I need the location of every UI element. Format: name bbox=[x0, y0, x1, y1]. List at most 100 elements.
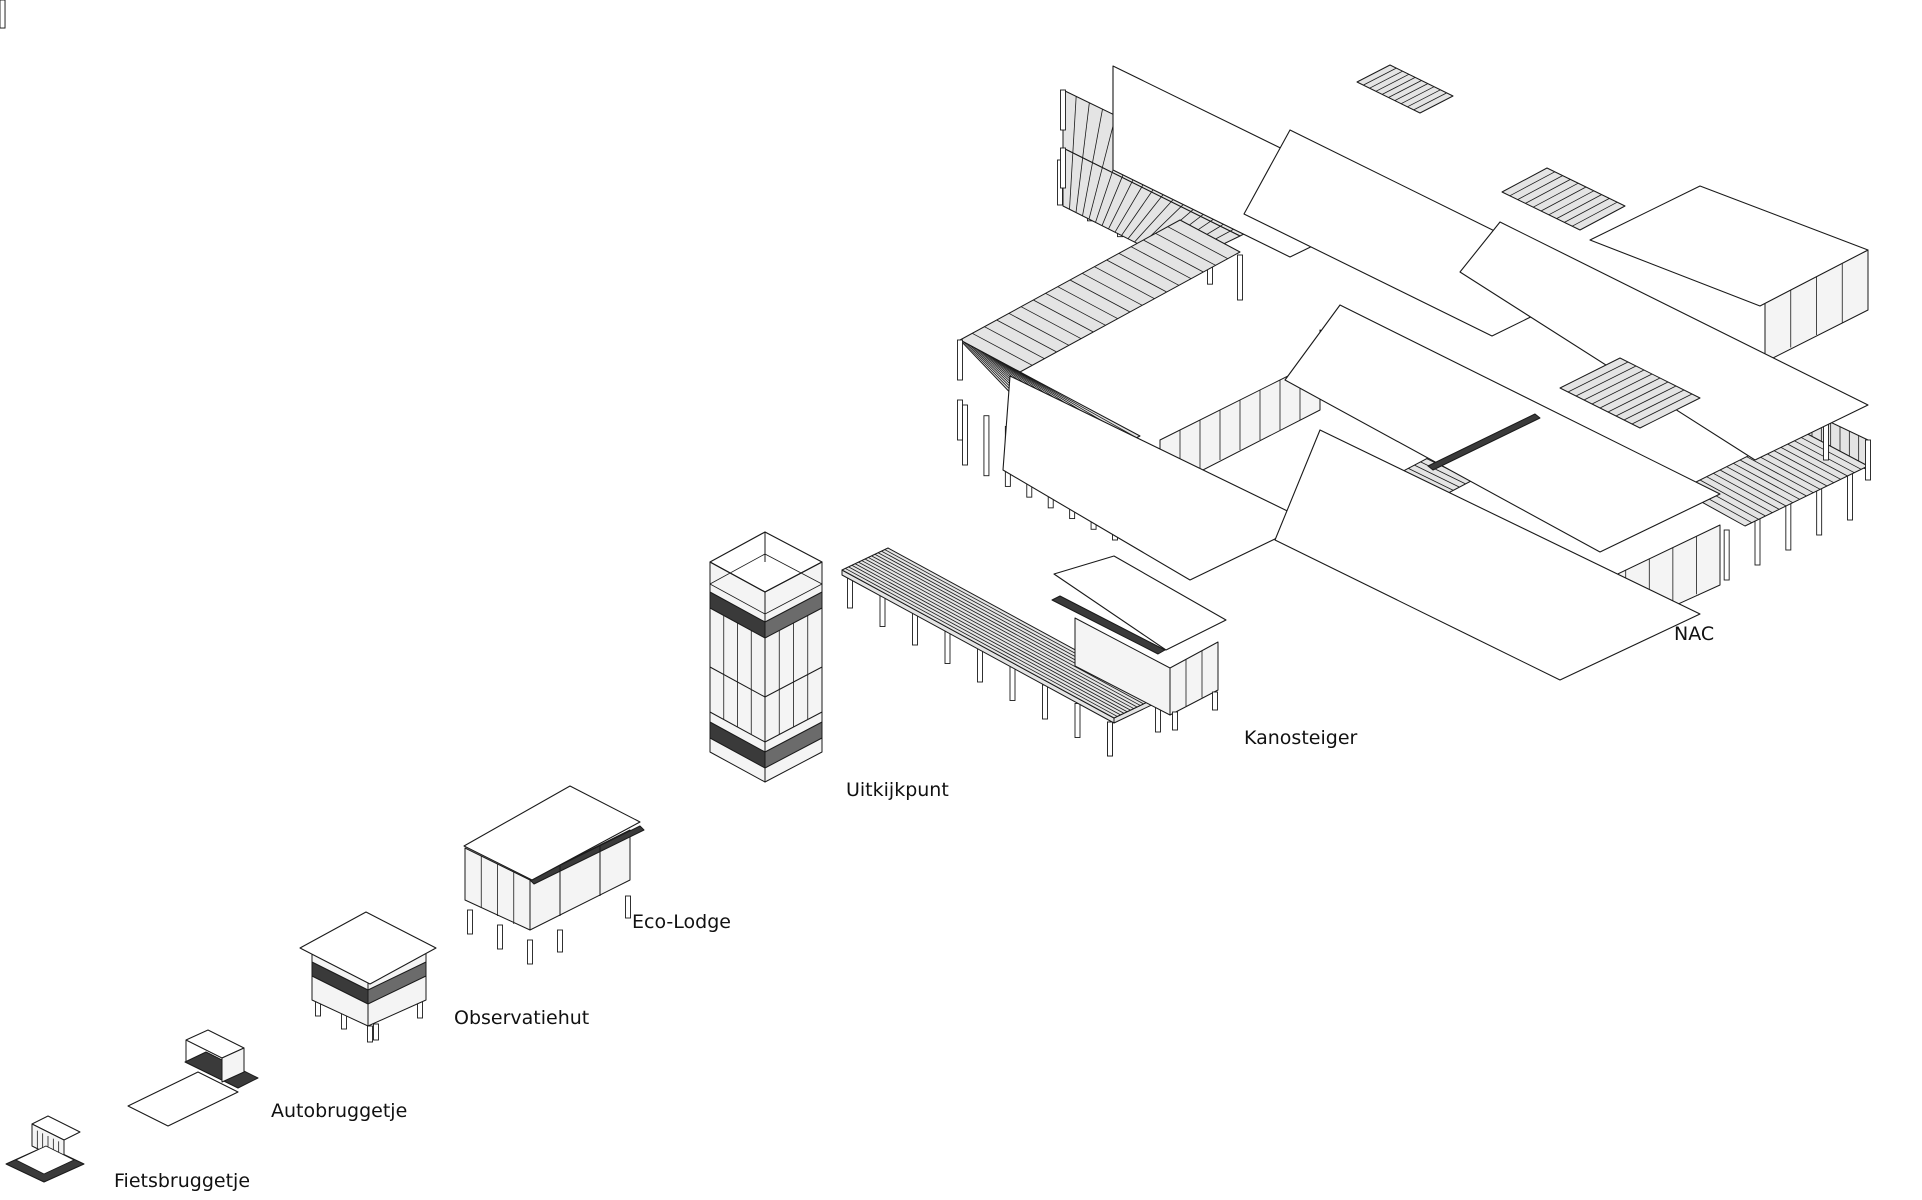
nac-pergola-b-post bbox=[957, 339, 963, 381]
nac-deck-wing-1-slat bbox=[1114, 186, 1143, 233]
kano-hut-bench bbox=[1051, 595, 1166, 655]
eco-front-post bbox=[467, 909, 473, 935]
nac-deck-wing-1-slat bbox=[1134, 201, 1172, 243]
nac-roof-6 bbox=[1589, 185, 1869, 307]
nac-deck-wing-7-slat bbox=[1746, 456, 1814, 494]
fietsbruggetje-structure bbox=[5, 1115, 85, 1183]
nac-roof-5 bbox=[1274, 429, 1701, 681]
kanosteiger-structure bbox=[841, 547, 1227, 757]
nac-deck-wing-2-slat bbox=[1033, 299, 1094, 333]
uit-band-1 bbox=[709, 666, 766, 698]
nac-deck-wing-2-slat bbox=[984, 326, 1045, 360]
nac-deck-wing-7-slat bbox=[1699, 479, 1766, 517]
eco-lodge-structure bbox=[463, 785, 645, 965]
nac-deck-wing-5-slat bbox=[1414, 464, 1460, 488]
nac-roof-4 bbox=[1002, 375, 1311, 581]
nac-roof-opening-0-slat bbox=[1388, 80, 1422, 98]
nac-deck-wing-2-slat bbox=[996, 319, 1057, 353]
nac-deck-wing-1-slat bbox=[1075, 157, 1084, 213]
nac-deck-wing-2-slat bbox=[1118, 252, 1180, 286]
label-eco-lodge: Eco-Lodge bbox=[632, 911, 731, 933]
uit-band-r-2 bbox=[764, 711, 823, 743]
nac-roof-opening-2-slat bbox=[1615, 385, 1677, 417]
nac-east-post bbox=[1847, 469, 1853, 521]
nac-roof-opening-2-slat bbox=[1591, 373, 1653, 405]
label-kanosteiger: Kanosteiger bbox=[1244, 727, 1358, 749]
nac-deck-wing-2-slat bbox=[1045, 292, 1106, 326]
nac-deck-wing-1-slat bbox=[1082, 162, 1093, 216]
nac-deck-wing-7-slat bbox=[1713, 472, 1780, 510]
nac-deck-wing-2-slat bbox=[1094, 266, 1155, 300]
kano-hut-post bbox=[1172, 711, 1178, 731]
nac-roof-opening-1-slat bbox=[1525, 179, 1571, 204]
nac-deck-wing-7-slat bbox=[1733, 462, 1800, 500]
nac-east-post bbox=[1754, 514, 1761, 566]
nac-roof-opening-0-slat bbox=[1407, 89, 1441, 108]
nac-deck-wing-3-slat bbox=[1016, 369, 1137, 439]
eco-front-post bbox=[497, 924, 503, 950]
nac-deck-wing-7-slat bbox=[1739, 459, 1807, 497]
nac-roof-opening-2-slat bbox=[1575, 365, 1637, 397]
nac-roof-opening-1-slat bbox=[1533, 182, 1579, 208]
label-fietsbruggetje: Fietsbruggetje bbox=[114, 1170, 251, 1192]
nac-roof-opening-2-slat bbox=[1607, 381, 1669, 413]
fiets-deck-light bbox=[15, 1145, 75, 1175]
nac-pergola-a-post bbox=[1060, 89, 1066, 131]
kano-deck-slat bbox=[848, 566, 1121, 716]
nac-west-post bbox=[962, 404, 968, 466]
nac-deck-wing-1-slat bbox=[1101, 177, 1123, 226]
label-nac: NAC bbox=[1674, 623, 1715, 645]
nac-pergola-b-post bbox=[957, 399, 963, 441]
nac-deck-wing-7-slat bbox=[1766, 446, 1835, 484]
nac-roof-opening-0-slat bbox=[1400, 86, 1435, 105]
kano-hut-right bbox=[1169, 641, 1219, 716]
nac-deck-wing-2-slat bbox=[1167, 226, 1228, 260]
obs-front-post bbox=[367, 1025, 373, 1043]
nac-roof-opening-1-slat bbox=[1548, 190, 1594, 216]
nac-roof-opening-2-slat bbox=[1623, 389, 1685, 421]
kano-deck-slat bbox=[845, 568, 1118, 717]
uit-band-r-1 bbox=[764, 666, 823, 698]
nac-pergola-a-post bbox=[1060, 147, 1066, 189]
kano-front-post bbox=[1074, 703, 1081, 738]
kano-end-post bbox=[1107, 721, 1113, 757]
eco-side-post bbox=[625, 895, 631, 919]
nac-deck-wing-2-slat bbox=[1130, 246, 1192, 280]
nac-deck-wing-1-slat bbox=[1095, 172, 1113, 223]
observatiehut-structure bbox=[299, 911, 437, 1043]
nac-deck-wing-7-slat bbox=[1786, 436, 1855, 474]
nac-deck-wing-7-slat bbox=[1719, 469, 1787, 507]
nac-deck-wing-2-slat bbox=[1057, 286, 1118, 320]
nac-roof-opening-2-slat bbox=[1567, 361, 1629, 393]
nac-deck-wing-1-slat bbox=[1088, 167, 1103, 220]
nac-deck-wing-0-slat bbox=[1092, 109, 1103, 163]
nac-building bbox=[957, 64, 1871, 681]
kano-deck-slat bbox=[858, 561, 1131, 711]
nac-deck-wing-2-slat bbox=[1069, 279, 1131, 313]
nac-roof-opening-2-slat bbox=[1631, 393, 1693, 425]
obs-side-post bbox=[373, 1023, 379, 1041]
nac-roof-opening-1-slat bbox=[1572, 201, 1618, 227]
nac-deck-wing-2-slat bbox=[1008, 312, 1070, 346]
nac-roof-opening-0-slat bbox=[1382, 77, 1416, 95]
auto-rail-side bbox=[221, 1047, 245, 1083]
nac-deck-wing-1-slat bbox=[1121, 191, 1152, 236]
nac-deck-wing-2-slat bbox=[1155, 232, 1216, 266]
label-uitkijkpunt: Uitkijkpunt bbox=[846, 779, 949, 801]
nac-east-post bbox=[1723, 529, 1730, 581]
obs-side-post bbox=[417, 1001, 423, 1019]
autobruggetje-structure bbox=[127, 1029, 259, 1127]
label-observatiehut: Observatiehut bbox=[454, 1007, 590, 1029]
nac-deck-wing-1-slat bbox=[1069, 152, 1074, 210]
nac-roof-opening-2-slat bbox=[1599, 377, 1661, 409]
kano-deck-slat bbox=[851, 564, 1125, 714]
eco-right-wall bbox=[529, 829, 631, 931]
nac-east-post bbox=[1816, 484, 1823, 536]
nac-dark-strip bbox=[1427, 413, 1541, 471]
kano-hut-roof bbox=[1053, 555, 1227, 651]
kano-hut-post bbox=[1212, 691, 1218, 711]
nac-north-post bbox=[1237, 254, 1243, 301]
obs-roof bbox=[299, 911, 437, 985]
